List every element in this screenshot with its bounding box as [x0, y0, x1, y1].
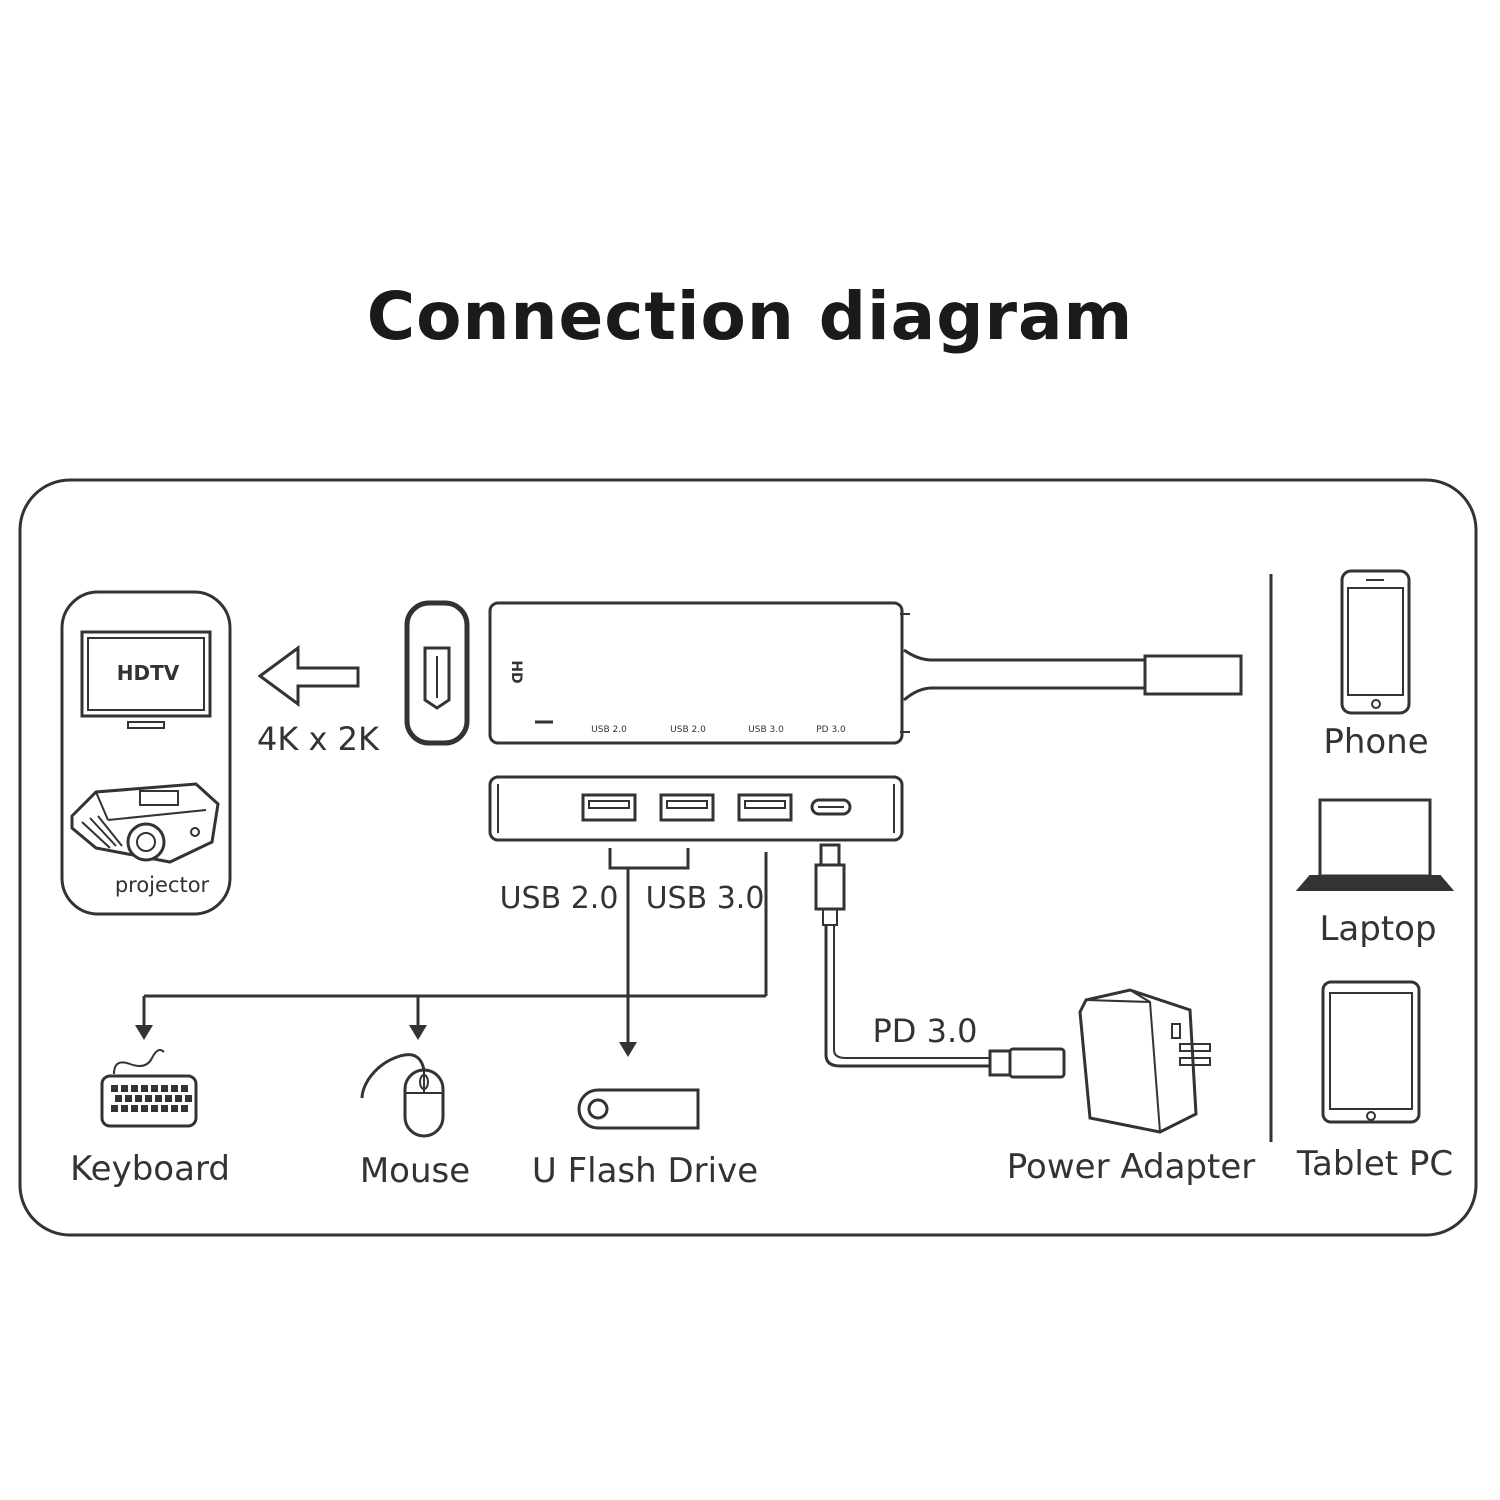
- keyboard-key: [111, 1085, 118, 1092]
- resolution-label: 4K x 2K: [257, 720, 380, 758]
- keyboard-key: [111, 1105, 118, 1112]
- usb-c-port-icon: [810, 798, 852, 816]
- mouse-label: Mouse: [360, 1151, 470, 1191]
- keyboard-key: [171, 1105, 178, 1112]
- hdmi-output-arrow: [257, 645, 360, 707]
- keyboard-key: [185, 1095, 192, 1102]
- keyboard-key: [135, 1095, 142, 1102]
- usb-a-port-icon: [659, 793, 715, 822]
- hdmi-logo: HD: [508, 660, 524, 683]
- keyboard-key: [181, 1085, 188, 1092]
- keyboard-keys: [111, 1085, 192, 1112]
- keyboard-key: [181, 1105, 188, 1112]
- display-group: HDTV projector: [60, 590, 232, 916]
- usb-c-hub: HD USB 2.0 USB 2.0 USB 3.0 PD 3.0: [488, 601, 1243, 745]
- hub-port-label: USB 3.0: [748, 725, 784, 735]
- power-adapter-icon: [1078, 988, 1211, 1134]
- hdmi-port-icon: [404, 600, 470, 746]
- keyboard-key: [175, 1095, 182, 1102]
- phone-label: Phone: [1323, 722, 1428, 762]
- keyboard-key: [121, 1085, 128, 1092]
- pd-cable: [814, 843, 1066, 1079]
- keyboard-key: [131, 1105, 138, 1112]
- keyboard-key: [131, 1085, 138, 1092]
- usb-c-plug: [1143, 654, 1243, 696]
- keyboard-key: [115, 1095, 122, 1102]
- phone-icon: [1340, 569, 1411, 715]
- hub-port-label: USB 2.0: [670, 725, 706, 735]
- usb-c-cable: [903, 648, 1147, 702]
- flash-drive-label: U Flash Drive: [532, 1151, 758, 1191]
- usb-a-port-icon: [737, 793, 793, 822]
- keyboard-key: [161, 1105, 168, 1112]
- usb-a-port-icon: [581, 793, 637, 822]
- power-adapter-label: Power Adapter: [1007, 1147, 1256, 1187]
- tablet-label: Tablet PC: [1296, 1144, 1453, 1184]
- hub-port-label: PD 3.0: [816, 725, 846, 735]
- connection-lines: [135, 848, 768, 1057]
- hub-port-label: USB 2.0: [591, 725, 627, 735]
- flash-drive-icon: [577, 1088, 700, 1130]
- mouse-icon: [360, 1053, 445, 1138]
- keyboard-icon: [100, 1049, 198, 1128]
- diagram-title: Connection diagram: [366, 278, 1134, 355]
- laptop-icon: [1295, 798, 1455, 891]
- keyboard-key: [121, 1105, 128, 1112]
- pd-label: PD 3.0: [873, 1012, 978, 1050]
- hdtv-label: HDTV: [117, 661, 180, 685]
- keyboard-key: [161, 1085, 168, 1092]
- keyboard-key: [155, 1095, 162, 1102]
- usb2-label: USB 2.0: [500, 881, 619, 916]
- keyboard-label: Keyboard: [70, 1149, 230, 1189]
- keyboard-key: [151, 1085, 158, 1092]
- keyboard-key: [125, 1095, 132, 1102]
- projector-label: projector: [115, 873, 210, 897]
- diagram-frame: [18, 478, 1478, 1237]
- keyboard-key: [145, 1095, 152, 1102]
- hub-front-view: [488, 775, 904, 842]
- hdtv-icon: [80, 630, 212, 729]
- keyboard-key: [141, 1085, 148, 1092]
- projector-icon: [70, 782, 220, 864]
- keyboard-key: [151, 1105, 158, 1112]
- usb3-label: USB 3.0: [646, 881, 765, 916]
- keyboard-key: [171, 1085, 178, 1092]
- tablet-icon: [1321, 980, 1421, 1124]
- keyboard-key: [141, 1105, 148, 1112]
- keyboard-key: [165, 1095, 172, 1102]
- laptop-label: Laptop: [1319, 909, 1436, 949]
